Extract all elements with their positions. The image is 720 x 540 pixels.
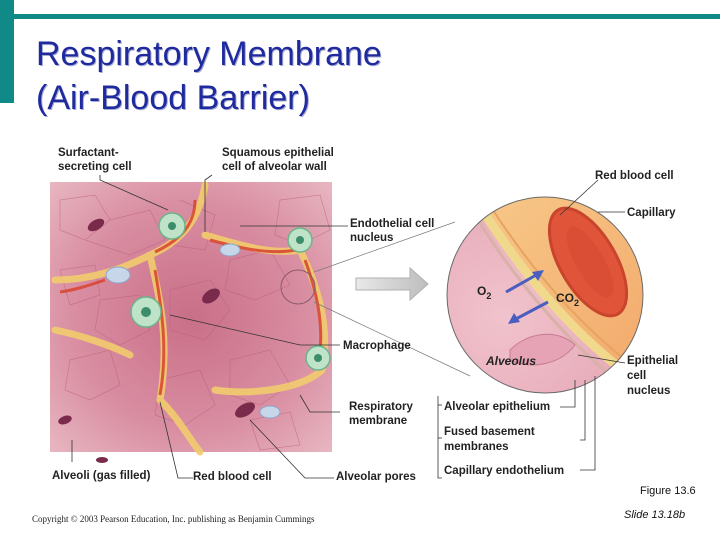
label-capillary: Capillary (627, 206, 676, 220)
label-alveoli: Alveoli (gas filled) (52, 469, 150, 483)
label-fused-basement-membranes: Fused basement membranes (444, 425, 564, 455)
figure-number: Figure 13.6 (640, 485, 696, 497)
co2-text: CO (556, 291, 574, 305)
alveolar-tissue-illustration (50, 182, 332, 463)
co2-subscript: 2 (574, 298, 579, 308)
zoom-arrow (356, 268, 428, 300)
alveolus-label: Alveolus (485, 354, 536, 368)
label-surfactant-secreting-cell: Surfactant- secreting cell (58, 146, 168, 174)
label-epithelial-cell-nucleus: Epithelial cell nucleus (627, 354, 707, 399)
copyright-notice: Copyright © 2003 Pearson Education, Inc.… (32, 514, 315, 524)
label-alveolar-pores: Alveolar pores (336, 470, 416, 484)
label-respiratory-membrane: Respiratory membrane (349, 400, 439, 428)
label-alveolar-epithelium: Alveolar epithelium (444, 400, 550, 414)
label-macrophage: Macrophage (343, 339, 411, 353)
label-endothelial-cell-nucleus: Endothelial cell nucleus (350, 217, 460, 245)
label-capillary-endothelium: Capillary endothelium (444, 464, 564, 478)
o2-subscript: 2 (486, 291, 491, 301)
label-red-blood-cell-bottom: Red blood cell (193, 470, 272, 484)
label-red-blood-cell-right: Red blood cell (595, 169, 674, 183)
label-squamous-epithelial-cell: Squamous epithelial cell of alveolar wal… (222, 146, 362, 174)
slide-number: Slide 13.18b (624, 509, 685, 521)
o2-text: O (477, 284, 486, 298)
zoomed-membrane-circle (440, 186, 658, 400)
